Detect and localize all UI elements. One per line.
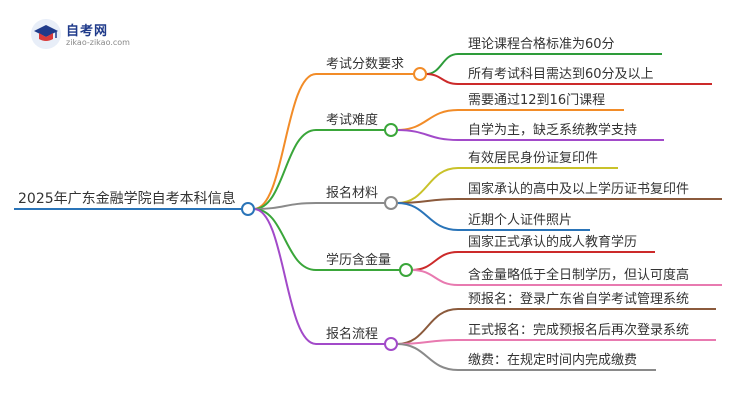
branch-connector	[253, 208, 317, 271]
leaf-label: 缴费：在规定时间内完成缴费	[468, 352, 637, 368]
leaf-label: 近期个人证件照片	[468, 213, 572, 228]
root-node-circle	[241, 202, 255, 216]
branch-label: 学历含金量	[326, 252, 391, 268]
leaf-connector	[425, 53, 459, 75]
branch-node-circle	[413, 67, 427, 81]
branch-label: 考试分数要求	[326, 57, 404, 72]
leaf-label: 正式报名：完成预报名后再次登录系统	[468, 322, 689, 338]
branch-node-circle	[399, 263, 413, 277]
branch-label: 报名材料	[326, 185, 378, 201]
branch-label: 报名流程	[326, 326, 378, 342]
leaf-label: 国家正式承认的成人教育学历	[468, 234, 637, 250]
leaf-connector	[396, 343, 459, 371]
leaf-connector	[411, 251, 459, 271]
leaf-label: 理论课程合格标准为60分	[468, 36, 615, 52]
leaf-label: 所有考试科目需达到60分及以上	[468, 67, 654, 82]
branch-label: 考试难度	[326, 112, 378, 128]
leaf-label: 含金量略低于全日制学历，但认可度高	[468, 267, 689, 283]
leaf-label: 有效居民身份证复印件	[468, 150, 598, 166]
graduation-cap-icon	[31, 19, 61, 49]
brand-logo: 自考网 zikao-zikao.com	[30, 18, 140, 52]
leaf-label: 国家承认的高中及以上学历证书复印件	[468, 181, 689, 197]
leaf-connector	[425, 73, 459, 85]
leaf-label: 自学为主，缺乏系统教学支持	[468, 122, 637, 138]
leaf-connector	[396, 308, 459, 345]
branch-node-circle	[384, 337, 398, 351]
branch-connector	[253, 73, 317, 210]
leaf-label: 预报名：登录广东省自学考试管理系统	[468, 291, 689, 307]
leaf-connector	[396, 129, 459, 141]
branch-connector	[253, 129, 317, 210]
leaf-label: 需要通过12到16门课程	[468, 93, 605, 108]
leaf-connector	[396, 109, 459, 131]
root-label: 2025年广东金融学院自考本科信息	[18, 190, 236, 207]
brand-name: 自考网	[66, 24, 109, 39]
branch-node-circle	[384, 196, 398, 210]
branch-connector	[253, 208, 317, 345]
brand-url: zikao-zikao.com	[66, 38, 130, 47]
branch-node-circle	[384, 123, 398, 137]
leaf-connector	[411, 269, 459, 286]
branch-connector	[253, 202, 317, 210]
leaf-connector	[396, 202, 459, 231]
leaf-connector	[396, 167, 459, 204]
